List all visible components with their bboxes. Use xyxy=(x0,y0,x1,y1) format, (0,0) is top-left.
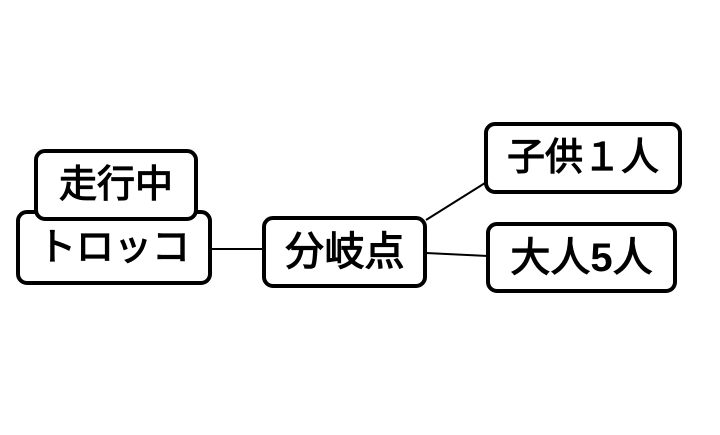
edge-junction-adults xyxy=(425,252,489,257)
edge-junction-child xyxy=(425,182,486,221)
node-adults: 大人5人 xyxy=(486,222,677,293)
node-adults-label: 大人5人 xyxy=(510,235,653,280)
node-trolley: トロッコ xyxy=(16,210,212,285)
node-running-status-label: 走行中 xyxy=(58,164,173,206)
node-child: 子供１人 xyxy=(484,122,682,194)
node-junction: 分岐点 xyxy=(262,216,427,288)
node-junction-label: 分岐点 xyxy=(284,230,405,274)
node-child-label: 子供１人 xyxy=(506,137,659,179)
node-running-status: 走行中 xyxy=(34,149,198,221)
node-trolley-label: トロッコ xyxy=(37,226,190,269)
